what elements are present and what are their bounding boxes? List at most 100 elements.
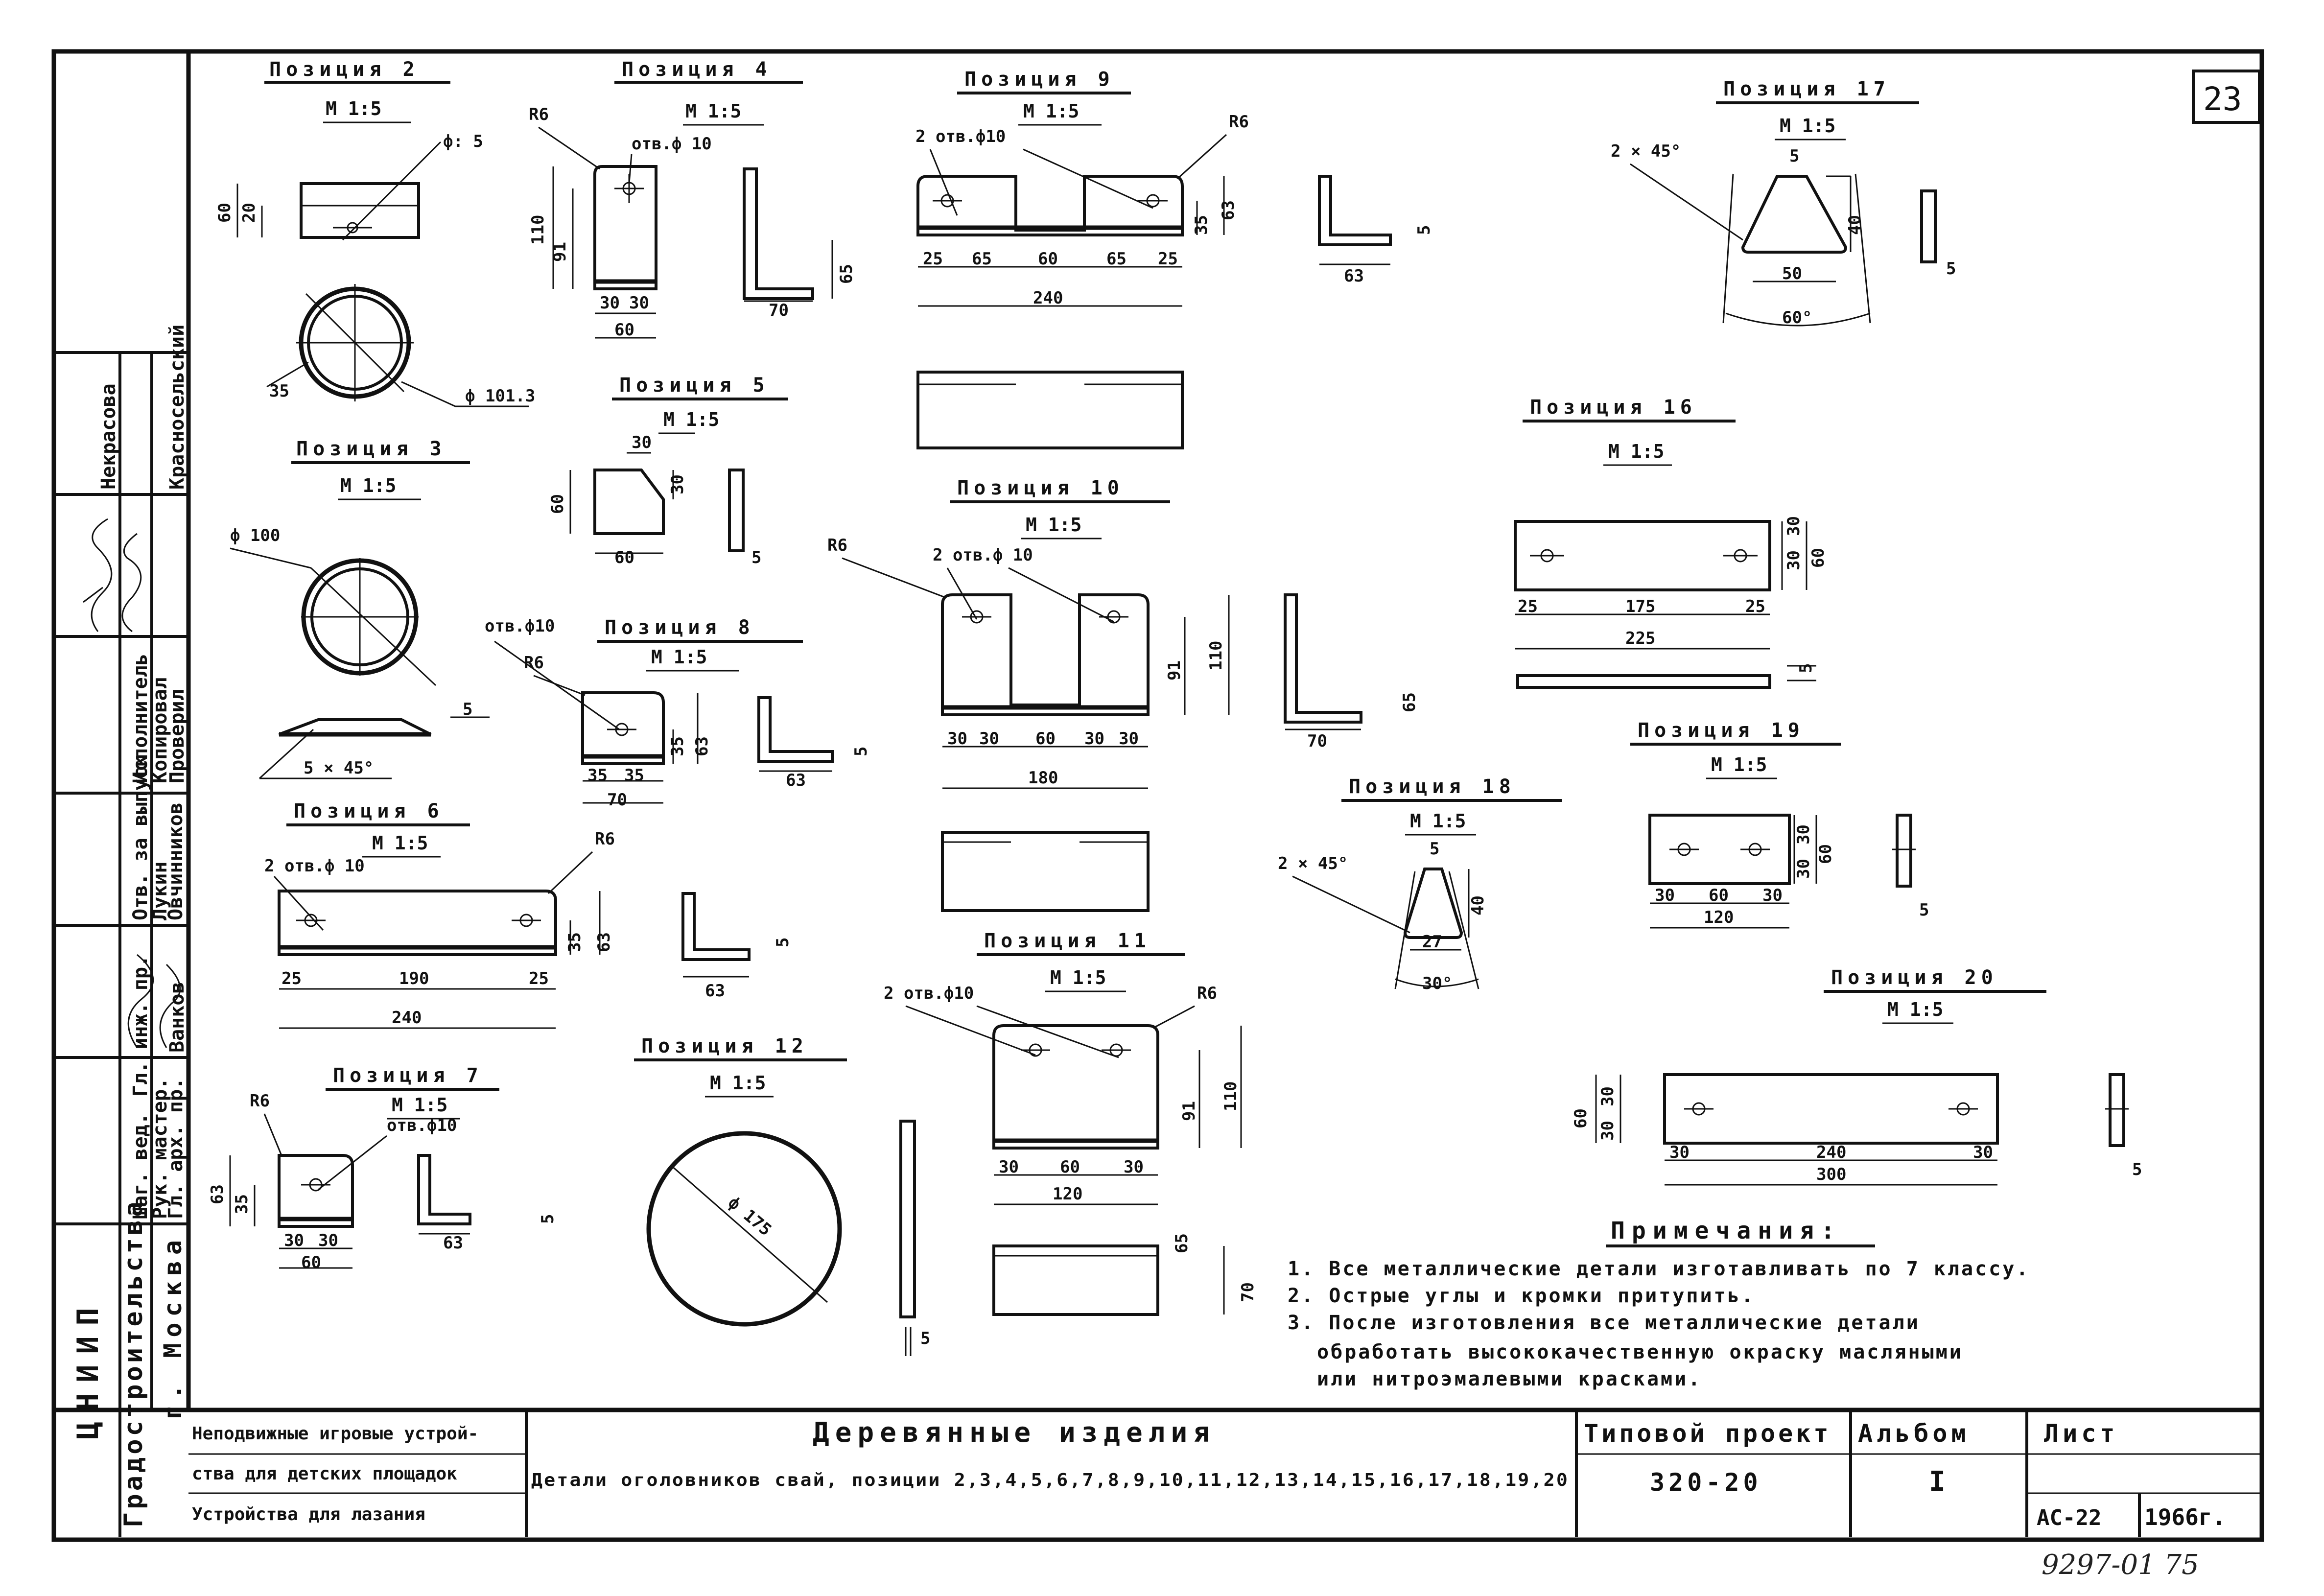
position-scale: М 1:5 bbox=[1050, 967, 1106, 988]
role-7: Проверил bbox=[166, 689, 188, 783]
dimension-label: 190 bbox=[399, 969, 429, 988]
position-scale: М 1:5 bbox=[1023, 100, 1079, 122]
dimension-label: 63 bbox=[443, 1233, 463, 1253]
dimension-label: 30° bbox=[1422, 974, 1452, 993]
dimension-label: 30 bbox=[629, 293, 649, 313]
position-title: Позиция 18 bbox=[1349, 775, 1516, 798]
dimension-label: 63 bbox=[786, 771, 806, 790]
note-4: обработать высококачественную окраску ма… bbox=[1317, 1341, 1963, 1363]
dimension-label: 240 bbox=[1033, 288, 1063, 308]
position-9: Позиция 9 М 1:5 2 отв.ф10 R6 35 63 25 65… bbox=[916, 68, 1434, 449]
subtitle: Детали оголовников свай, позиции 2,3,4,5… bbox=[531, 1470, 1569, 1490]
position-title: Позиция 17 bbox=[1723, 78, 1890, 100]
dimension-label: 70 bbox=[769, 301, 789, 320]
dimension-label: ф: 5 bbox=[443, 132, 483, 151]
dimension-label: 30 bbox=[1124, 1157, 1144, 1177]
role-5: Исполнитель bbox=[129, 654, 152, 783]
dimension-label: 35 bbox=[587, 766, 608, 785]
position-title: Позиция 10 bbox=[957, 477, 1124, 499]
name-4: Овчинников bbox=[164, 802, 187, 920]
position-scale: М 1:5 bbox=[340, 475, 396, 496]
position-scale: М 1:5 bbox=[710, 1072, 766, 1094]
position-title: Позиция 2 bbox=[269, 58, 420, 81]
dimension-label: 30 bbox=[1598, 1121, 1618, 1141]
dimension-label: 60 bbox=[1035, 729, 1056, 749]
role-2: Рук. мастер. bbox=[149, 1078, 171, 1219]
dimension-label: 5 bbox=[2132, 1160, 2142, 1179]
dimension-label: 25 bbox=[1518, 597, 1538, 616]
footer-handwritten: 9297-01 75 bbox=[2042, 1549, 2199, 1581]
position-scale: М 1:5 bbox=[1026, 514, 1081, 536]
position-17: Позиция 17 М 1:5 5 2 × 45° 40 50 60° 5 bbox=[1611, 78, 1956, 328]
role-6: Копировал bbox=[149, 677, 171, 783]
dimension-label: 120 bbox=[1053, 1184, 1082, 1204]
name-1: Некрасова bbox=[97, 383, 120, 490]
position-title: Позиция 4 bbox=[622, 58, 772, 81]
sheet-label: Лист bbox=[2044, 1419, 2118, 1448]
product-line-2: ства для детских площадок bbox=[192, 1464, 457, 1484]
note-1: 1. Все металлические детали изготавливат… bbox=[1288, 1258, 2030, 1280]
dimension-label: 65 bbox=[837, 264, 856, 284]
position-18: Позиция 18 М 1:5 5 2 × 45° 40 27 30° bbox=[1278, 775, 1562, 993]
dimension-label: 63 bbox=[1344, 266, 1364, 286]
dimension-label: 30 bbox=[318, 1231, 338, 1250]
dimension-label: R6 bbox=[827, 536, 847, 555]
dimension-label: 65 bbox=[1400, 692, 1419, 712]
dimension-label: 30 bbox=[284, 1231, 304, 1250]
year: 1966г. bbox=[2144, 1504, 2226, 1530]
dimension-label: 110 bbox=[1221, 1081, 1241, 1111]
position-title: Позиция 11 bbox=[984, 930, 1151, 952]
dimension-label: 63 bbox=[705, 981, 725, 1001]
dimension-label: 110 bbox=[528, 215, 548, 245]
dimension-label: отв.ф 10 bbox=[632, 134, 712, 154]
dimension-label: R6 bbox=[250, 1091, 270, 1111]
position-12: Позиция 12 М 1:5 ф 175 5 bbox=[634, 1035, 930, 1356]
dimension-label: 2 отв.ф10 bbox=[884, 984, 974, 1003]
org-name-1: ЦНИИП bbox=[71, 1297, 105, 1439]
dimension-label: 2 отв.ф 10 bbox=[264, 856, 365, 876]
position-title: Позиция 7 bbox=[333, 1064, 483, 1087]
album-value: I bbox=[1929, 1466, 1946, 1498]
dimension-label: 20 bbox=[239, 203, 259, 223]
dimension-label: ф 101.3 bbox=[465, 386, 535, 406]
dimension-label: 30 bbox=[1794, 824, 1813, 845]
dimension-label: 5 bbox=[1430, 839, 1439, 859]
dimension-label: 30 bbox=[1973, 1143, 1993, 1162]
dimension-label: 65 bbox=[972, 249, 992, 269]
dimension-label: 5 × 45° bbox=[304, 758, 374, 778]
dimension-label: 63 bbox=[1219, 200, 1238, 220]
sheet-number: 23 bbox=[2203, 80, 2242, 118]
note-5: или нитроэмалевыми красками. bbox=[1317, 1368, 1702, 1390]
notes-heading: Примечания: bbox=[1611, 1217, 1842, 1244]
dimension-label: 30 bbox=[1084, 729, 1104, 749]
dimension-label: R6 bbox=[524, 653, 544, 673]
dimension-label: 35 bbox=[624, 766, 644, 785]
position-8: Позиция 8 М 1:5 отв.ф10 R6 35 63 35 35 7… bbox=[485, 616, 871, 810]
dimension-label: 5 bbox=[1414, 225, 1434, 235]
dimension-label: 60 bbox=[548, 494, 567, 514]
product-line-1: Неподвижные игровые устрой- bbox=[192, 1424, 478, 1444]
dimension-label: R6 bbox=[1229, 112, 1249, 132]
dimension-label: 60 bbox=[215, 203, 235, 223]
dimension-label: 91 bbox=[1179, 1101, 1199, 1121]
dimension-label: R6 bbox=[595, 829, 615, 849]
dimension-label: 30 bbox=[947, 729, 967, 749]
dimension-label: ф 100 bbox=[230, 526, 280, 545]
position-11: Позиция 11 М 1:5 2 отв.ф10 R6 91 110 30 … bbox=[884, 930, 1258, 1316]
org-name-3: г. Москва bbox=[159, 1234, 187, 1420]
dimension-label: 30 bbox=[1119, 729, 1139, 749]
dimension-label: 60 bbox=[1060, 1157, 1080, 1177]
dimension-label: 60° bbox=[1782, 308, 1812, 328]
dimension-label: 225 bbox=[1625, 629, 1655, 648]
dimension-label: 5 bbox=[1919, 900, 1929, 920]
dimension-label: 2 отв.ф 10 bbox=[933, 545, 1033, 565]
position-6: Позиция 6 М 1:5 2 отв.ф 10 R6 35 63 25 1… bbox=[264, 800, 793, 1029]
signature-3 bbox=[127, 954, 154, 1048]
dimension-label: 35 bbox=[565, 932, 585, 952]
dimension-label: 65 bbox=[1172, 1233, 1192, 1253]
dimension-label: 35 bbox=[1192, 215, 1211, 235]
dimension-label: 25 bbox=[282, 969, 302, 988]
position-title: Позиция 16 bbox=[1530, 396, 1697, 419]
position-scale: М 1:5 bbox=[663, 409, 719, 430]
